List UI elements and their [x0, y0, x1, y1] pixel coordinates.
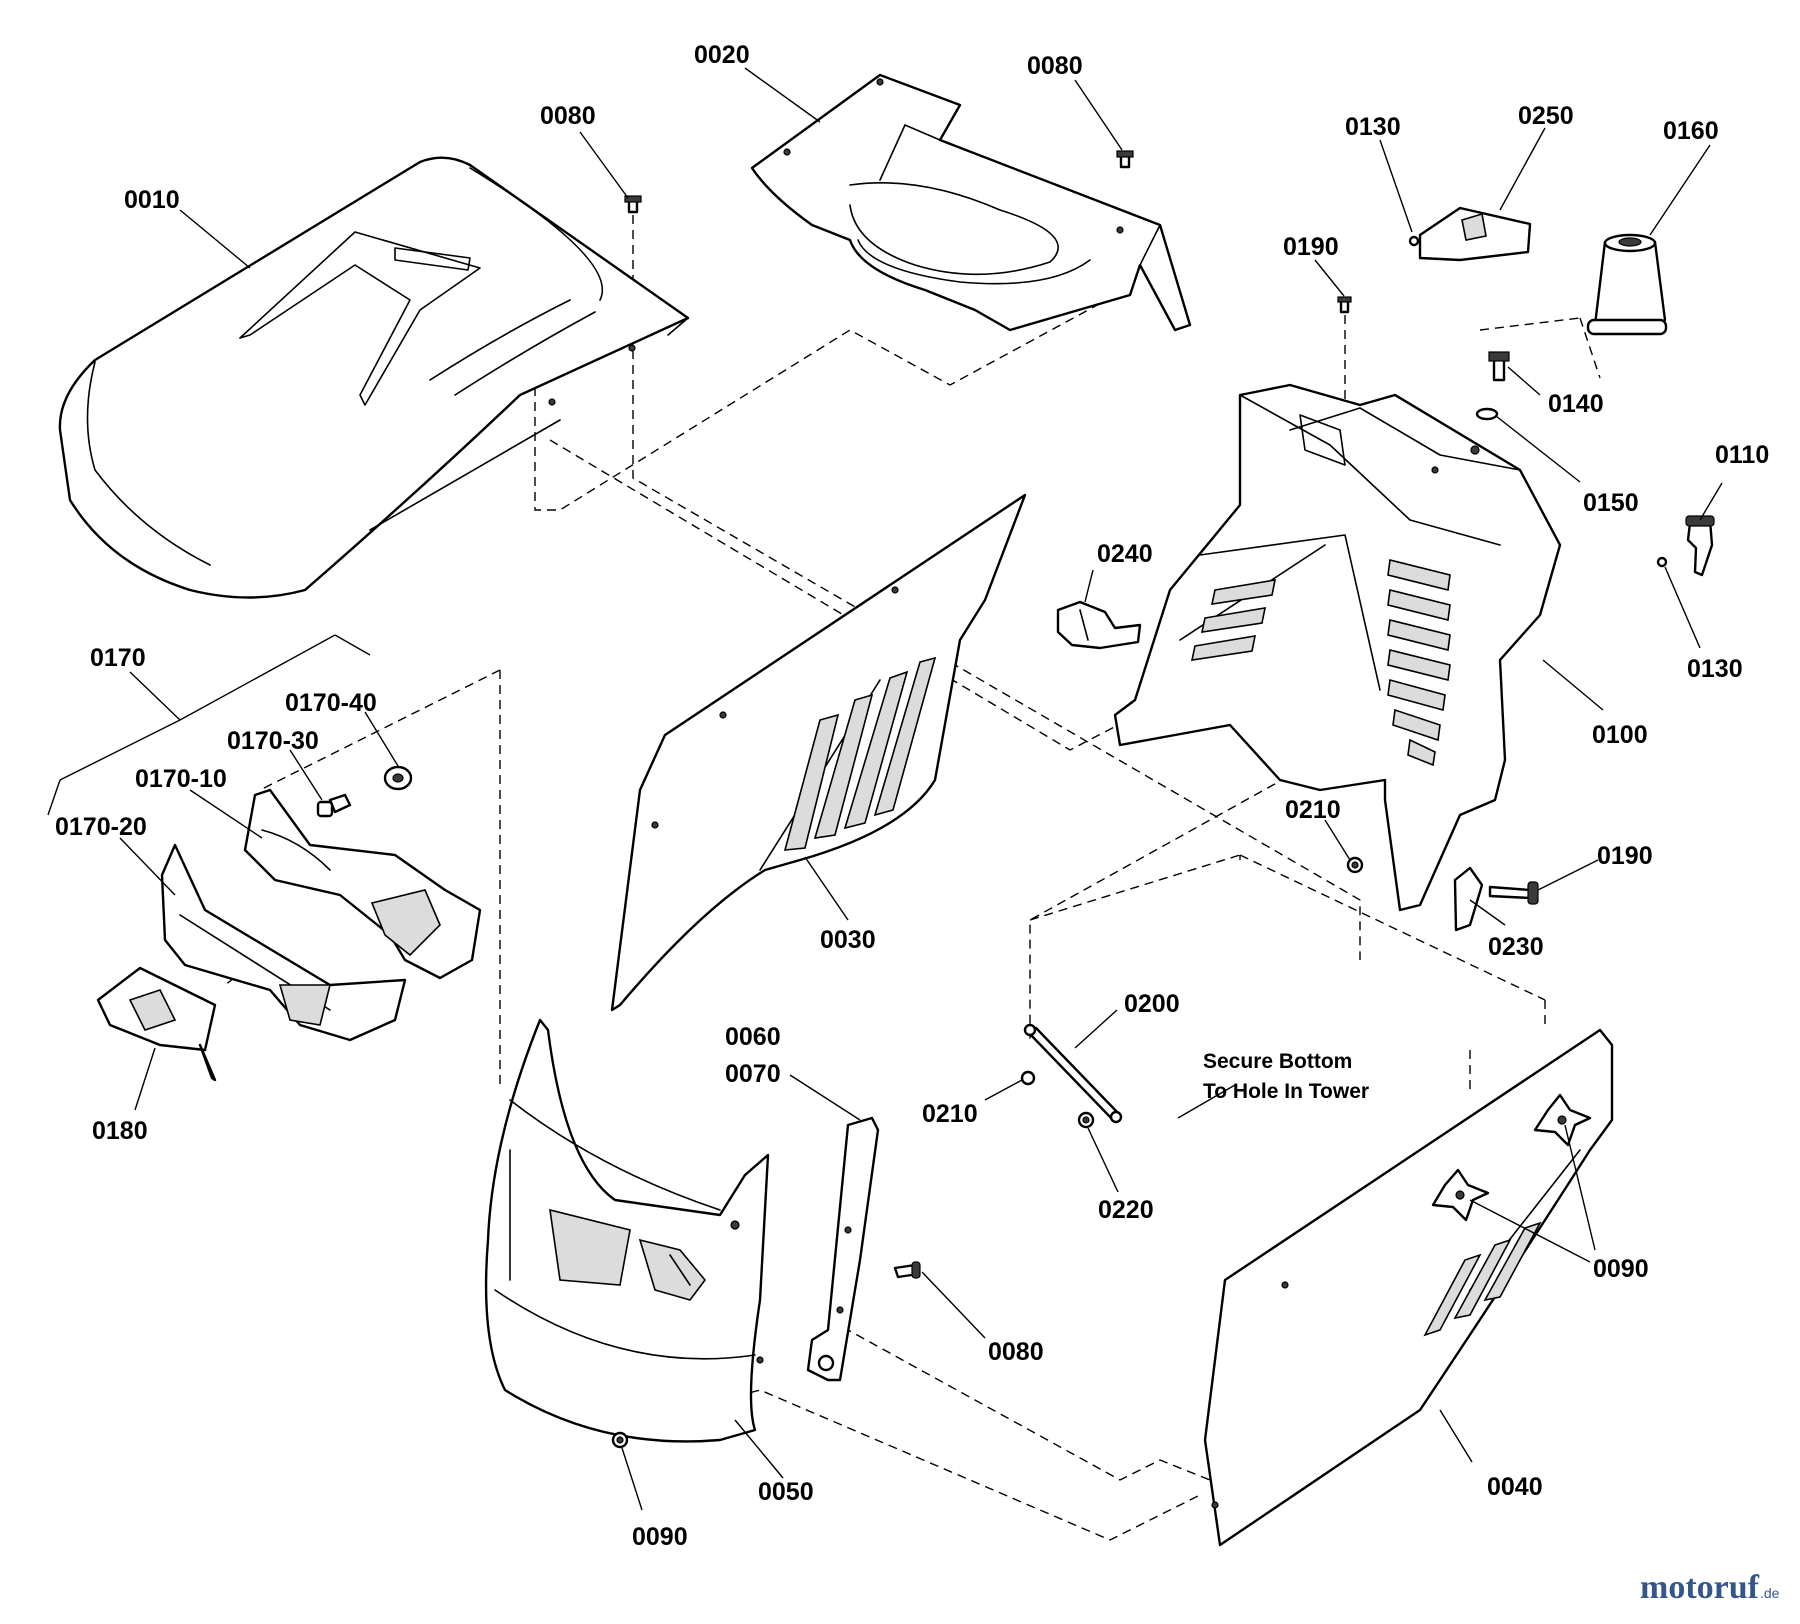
- part-0170-headlight: [96, 788, 482, 1082]
- part-0230-clip: [1453, 866, 1484, 932]
- callout-0080-top-right: 0080: [1027, 52, 1083, 80]
- callout-0150: 0150: [1583, 489, 1639, 517]
- callout-0060: 0060: [725, 1023, 781, 1051]
- callout-0230: 0230: [1488, 933, 1544, 961]
- callout-0190-top: 0190: [1283, 233, 1339, 261]
- callout-0250: 0250: [1518, 102, 1574, 130]
- callout-0110: 0110: [1715, 441, 1769, 469]
- part-0190-screw-b: [1488, 881, 1539, 905]
- part-0100-tower: [1113, 383, 1562, 912]
- callout-0130-right: 0130: [1687, 655, 1743, 683]
- part-0200-rod: [1023, 1023, 1123, 1124]
- part-0140-screw: [1488, 351, 1510, 382]
- callout-0170-20: 0170-20: [55, 813, 147, 841]
- callout-0010: 0010: [124, 186, 180, 214]
- note-line-2: To Hole In Tower: [1203, 1080, 1369, 1103]
- callout-0170-30: 0170-30: [227, 727, 319, 755]
- part-0110-light: [1685, 515, 1715, 577]
- callout-0080-front: 0080: [988, 1338, 1044, 1366]
- callout-0090-front: 0090: [632, 1523, 688, 1551]
- part-0220-screw: [1077, 1111, 1095, 1129]
- part-0090-nut-front: [611, 1431, 629, 1449]
- part-0190-screw-a: [1337, 296, 1352, 314]
- part-0150-washer: [1475, 407, 1499, 421]
- watermark-logo: motoruf .de: [1640, 1569, 1780, 1606]
- screw-0080-top-right: [1116, 150, 1134, 169]
- callout-0200: 0200: [1124, 990, 1180, 1018]
- part-0130-nut-b: [1656, 556, 1668, 568]
- part-0160-knob: [1586, 233, 1668, 336]
- note-line-1: Secure Bottom: [1203, 1050, 1352, 1073]
- callout-0140: 0140: [1548, 390, 1604, 418]
- callout-0240: 0240: [1097, 540, 1153, 568]
- watermark-brand: motoruf: [1640, 1569, 1760, 1606]
- part-0210-nut-a: [1346, 856, 1364, 874]
- part-0030-left-side-panel: [610, 493, 1027, 1012]
- leader-lines: [47, 67, 1723, 1511]
- callout-0170: 0170: [90, 644, 146, 672]
- screw-0080-top-left: [624, 195, 642, 214]
- part-0010-hood: [58, 156, 690, 599]
- callout-0040: 0040: [1487, 1473, 1543, 1501]
- part-0050-grille: [484, 1018, 770, 1443]
- part-0170-30-screw: [316, 793, 352, 818]
- callout-0070: 0070: [725, 1060, 781, 1088]
- callout-0160: 0160: [1663, 117, 1719, 145]
- callout-0080-top-left: 0080: [540, 102, 596, 130]
- callout-0190-mid: 0190: [1597, 842, 1653, 870]
- part-0040-right-side-panel: [1203, 1028, 1614, 1547]
- callout-0170-10: 0170-10: [135, 765, 227, 793]
- callout-0170-40: 0170-40: [285, 689, 377, 717]
- note-secure-bottom: Secure Bottom To Hole In Tower: [1203, 1050, 1369, 1103]
- callout-0090-right: 0090: [1593, 1255, 1649, 1283]
- watermark-domain: .de: [1760, 1585, 1780, 1601]
- callout-0180: 0180: [92, 1117, 148, 1145]
- part-0250-cover: [1418, 206, 1532, 262]
- part-0130-nut-a: [1408, 235, 1420, 247]
- callout-0130-top: 0130: [1345, 113, 1401, 141]
- callout-0210-mid: 0210: [1285, 796, 1341, 824]
- callout-0050: 0050: [758, 1478, 814, 1506]
- callout-labels: 0010 0020 0080 0080 0130 0250 0160 0190 …: [55, 41, 1769, 1551]
- part-0060-0070-bracket: [806, 1116, 880, 1382]
- screw-0080-front: [893, 1261, 921, 1279]
- part-0020-dash-panel: [750, 73, 1192, 332]
- part-0210-nut-b: [1020, 1070, 1036, 1086]
- callout-0030: 0030: [820, 926, 876, 954]
- callout-0100: 0100: [1592, 721, 1648, 749]
- part-0240-bracket: [1056, 600, 1142, 650]
- part-0170-40-bushing: [383, 765, 413, 791]
- callout-0210-low: 0210: [922, 1100, 978, 1128]
- callout-0020: 0020: [694, 41, 750, 69]
- callout-0220: 0220: [1098, 1196, 1154, 1224]
